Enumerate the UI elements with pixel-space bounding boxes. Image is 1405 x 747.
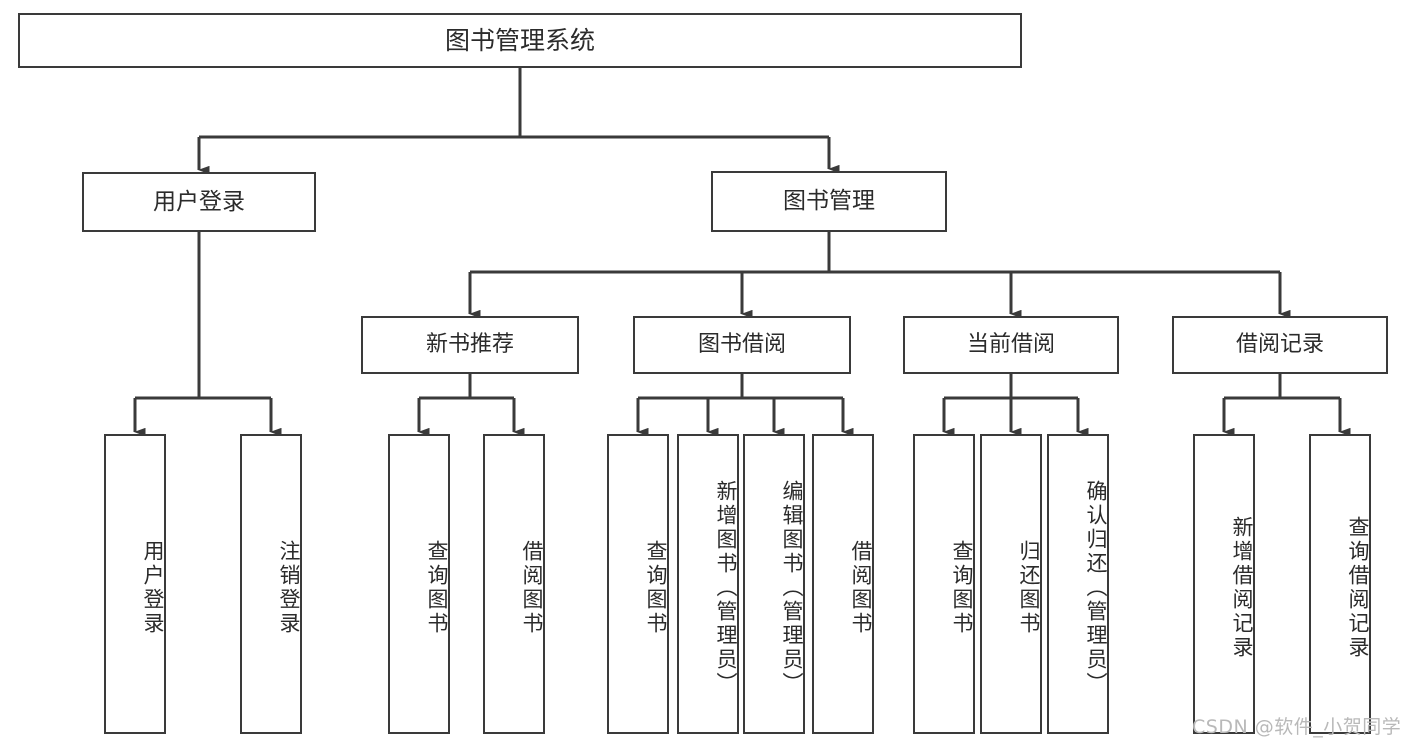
node-label-leaf-query-book-current: 查询图书	[950, 540, 974, 636]
node-user-login[interactable]: 用户登录	[82, 172, 316, 232]
node-leaf-add-book[interactable]: 新增图书（管理员）	[677, 434, 739, 734]
node-label-leaf-add-record: 新增借阅记录	[1230, 516, 1254, 660]
node-leaf-query-record[interactable]: 查询借阅记录	[1309, 434, 1371, 734]
node-label-user-login: 用户登录	[153, 188, 245, 215]
node-leaf-borrow-book-rec[interactable]: 借阅图书	[483, 434, 545, 734]
watermark-text: CSDN @软件_小贺同学	[1192, 716, 1402, 738]
node-label-leaf-query-record: 查询借阅记录	[1346, 516, 1370, 660]
node-leaf-query-book-current[interactable]: 查询图书	[913, 434, 975, 734]
node-label-leaf-edit-book: 编辑图书（管理员）	[780, 480, 804, 696]
node-label-root: 图书管理系统	[444, 26, 595, 55]
node-leaf-logout[interactable]: 注销登录	[240, 434, 302, 734]
node-leaf-borrow-book[interactable]: 借阅图书	[812, 434, 874, 734]
node-label-leaf-add-book: 新增图书（管理员）	[714, 480, 738, 696]
node-leaf-return-book[interactable]: 归还图书	[980, 434, 1042, 734]
node-leaf-query-book-borrow[interactable]: 查询图书	[607, 434, 669, 734]
node-label-book-borrow: 图书借阅	[697, 332, 786, 358]
node-leaf-edit-book[interactable]: 编辑图书（管理员）	[743, 434, 805, 734]
node-book-manage[interactable]: 图书管理	[711, 171, 947, 232]
node-label-leaf-confirm-return: 确认归还（管理员）	[1084, 480, 1108, 696]
node-current-borrow[interactable]: 当前借阅	[903, 316, 1119, 374]
node-label-book-manage: 图书管理	[783, 188, 875, 215]
node-label-leaf-logout: 注销登录	[277, 540, 301, 636]
node-label-leaf-borrow-book: 借阅图书	[849, 540, 873, 636]
node-leaf-query-book-rec[interactable]: 查询图书	[388, 434, 450, 734]
node-root[interactable]: 图书管理系统	[18, 13, 1022, 68]
node-label-new-book-recommend: 新书推荐	[425, 332, 514, 358]
node-label-borrow-record: 借阅记录	[1235, 332, 1324, 358]
node-book-borrow[interactable]: 图书借阅	[633, 316, 851, 374]
node-label-leaf-query-book-borrow: 查询图书	[644, 540, 668, 636]
node-new-book-recommend[interactable]: 新书推荐	[361, 316, 579, 374]
node-label-leaf-query-book-rec: 查询图书	[425, 540, 449, 636]
node-label-leaf-borrow-book-rec: 借阅图书	[520, 540, 544, 636]
node-borrow-record[interactable]: 借阅记录	[1172, 316, 1388, 374]
node-label-leaf-return-book: 归还图书	[1017, 540, 1041, 636]
node-leaf-add-record[interactable]: 新增借阅记录	[1193, 434, 1255, 734]
node-leaf-confirm-return[interactable]: 确认归还（管理员）	[1047, 434, 1109, 734]
node-label-current-borrow: 当前借阅	[966, 332, 1055, 358]
node-label-leaf-user-login: 用户登录	[141, 540, 165, 636]
node-leaf-user-login[interactable]: 用户登录	[104, 434, 166, 734]
